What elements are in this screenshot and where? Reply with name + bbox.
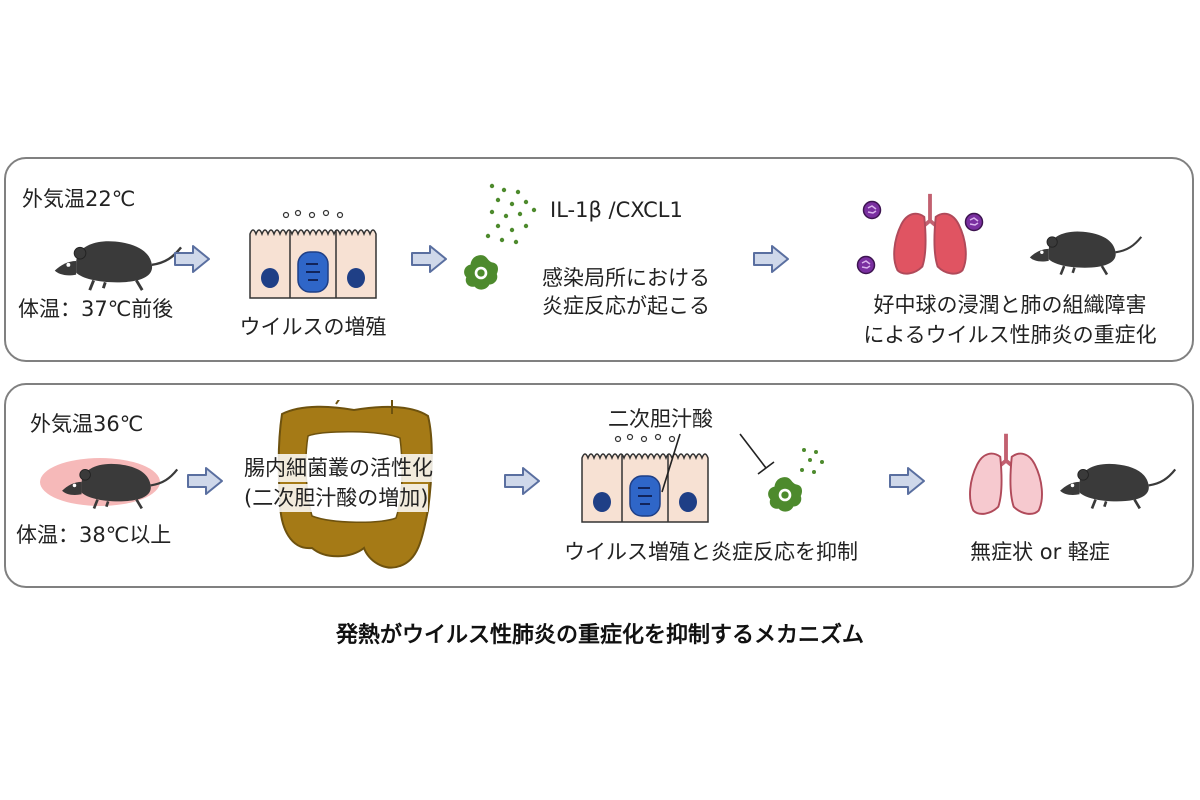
sick-mouse-icon	[1028, 229, 1143, 277]
mouse-icon	[60, 462, 179, 510]
cytokine-label: IL-1β /CXCL1	[550, 198, 683, 222]
outside-temp-36: 外気温36℃	[30, 412, 144, 436]
immune-cell-icon	[464, 255, 499, 290]
inflammation-line1: 感染局所における	[542, 266, 710, 290]
healthy-mouse-icon	[1058, 462, 1177, 510]
healthy-lungs-icon	[968, 431, 1044, 516]
inflammation-line2: 炎症反応が起こる	[542, 294, 710, 318]
virus-replication-label: ウイルスの増殖	[239, 315, 387, 339]
arrow-right-icon	[187, 467, 223, 495]
inflamed-lungs-icon	[892, 192, 968, 276]
bile-acid-label: 二次胆汁酸	[608, 407, 713, 431]
arrow-right-icon	[411, 245, 447, 273]
severe-pneumonia-line1: 好中球の浸潤と肺の組織障害	[873, 293, 1147, 317]
cytokine-dots-icon	[800, 448, 824, 474]
suppression-label: ウイルス増殖と炎症反応を抑制	[564, 540, 858, 564]
epithelial-cells-infected	[249, 209, 377, 299]
severe-pneumonia-line2: によるウイルス性肺炎の重症化	[863, 323, 1157, 347]
gut-flora-line1: 腸内細菌叢の活性化	[244, 454, 433, 482]
body-temp-37: 体温：37℃前後	[18, 297, 174, 321]
neutrophil-icon	[964, 212, 984, 232]
mouse-icon	[53, 239, 183, 292]
mild-outcome-label: 無症状 or 軽症	[970, 540, 1110, 564]
inhibition-lines	[661, 433, 775, 493]
gut-flora-line2: (二次胆汁酸の増加)	[244, 484, 429, 512]
body-temp-38: 体温：38℃以上	[16, 523, 172, 547]
arrow-right-icon	[504, 467, 540, 495]
arrow-right-icon	[753, 245, 789, 273]
outside-temp-22: 外気温22℃	[22, 187, 136, 211]
cytokine-release-icon	[485, 183, 537, 245]
epithelial-cells-protected	[581, 433, 709, 523]
neutrophil-icon	[856, 255, 876, 275]
figure-caption: 発熱がウイルス性肺炎の重症化を抑制するメカニズム	[335, 623, 864, 648]
neutrophil-icon	[862, 200, 882, 220]
arrow-right-icon	[174, 245, 210, 273]
arrow-right-icon	[889, 467, 925, 495]
immune-cell-icon	[768, 477, 803, 512]
